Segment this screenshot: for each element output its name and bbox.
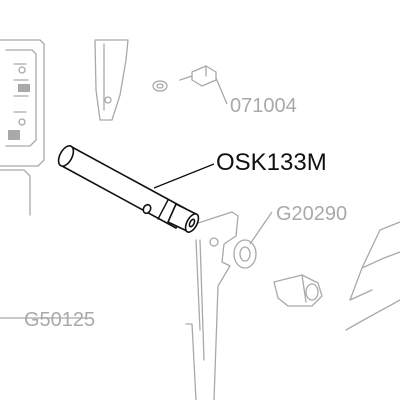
callout-main-part: OSK133M <box>216 149 327 176</box>
right-bracket-plate <box>185 211 239 400</box>
leader-lines <box>0 77 273 319</box>
top-bracket <box>94 39 129 121</box>
right-arm <box>345 221 400 331</box>
washer-g20290 <box>233 239 257 269</box>
callout-ref-right: G20290 <box>276 203 347 225</box>
screw-071004 <box>152 65 217 92</box>
cap-screw <box>273 274 323 307</box>
callout-ref-top: 071004 <box>230 95 297 117</box>
shaft-osk133m <box>57 145 200 233</box>
callout-ref-left: G50125 <box>24 309 95 331</box>
left-frame <box>0 39 45 216</box>
